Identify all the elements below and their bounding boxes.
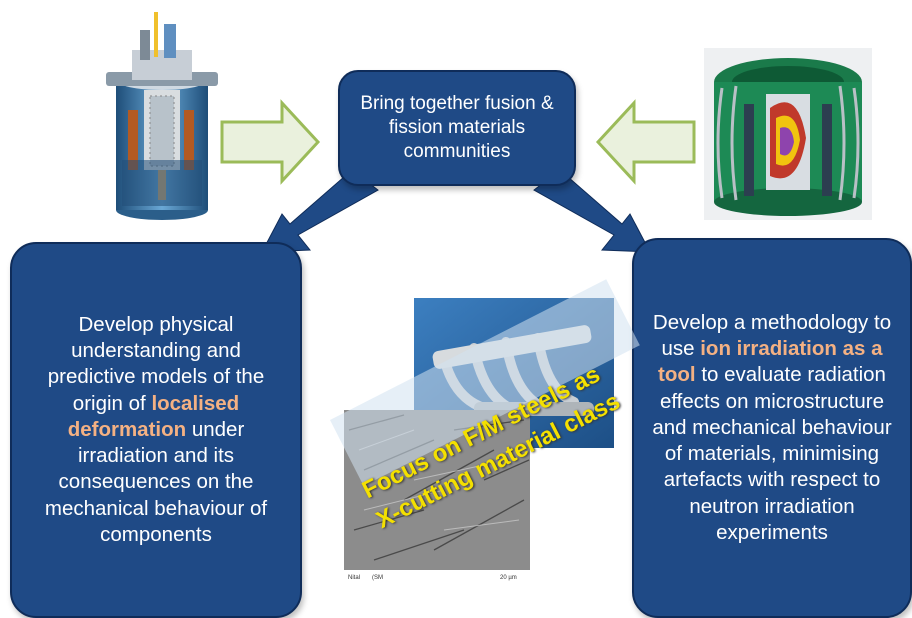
right-goal-box: Develop a methodology to use ion irradia…: [632, 238, 912, 618]
top-goal-text: Bring together fusion & fission material…: [360, 92, 554, 163]
left-highlight: localised deformation: [67, 391, 240, 441]
right-text-before: Develop a methodology to use: [652, 310, 892, 361]
micrograph-caption-left: Nital: [348, 575, 361, 581]
green-arrow-right: [220, 99, 321, 185]
fission-reactor-image: [106, 12, 218, 220]
left-text-after: under irradiation and its consequences o…: [44, 417, 268, 546]
micrograph-caption-mid: (SM: [372, 575, 383, 581]
left-goal-box: Develop physical understanding and predi…: [10, 242, 302, 618]
right-highlight: ion irradiation as a tool: [658, 337, 883, 387]
left-text-before: Develop physical understanding and predi…: [47, 312, 265, 415]
fusion-tokamak-image: [704, 48, 872, 220]
arrow-to-right-box: [533, 169, 651, 253]
right-goal-text: Develop a methodology to use ion irradia…: [644, 310, 900, 546]
top-goal-box: Bring together fusion & fission material…: [338, 70, 576, 186]
green-arrow-left: [595, 99, 696, 185]
micrograph-scale-bar: 20 µm: [500, 575, 517, 581]
right-text-after: to evaluate radiation effects on microst…: [652, 363, 892, 544]
left-goal-text: Develop physical understanding and predi…: [26, 312, 286, 548]
